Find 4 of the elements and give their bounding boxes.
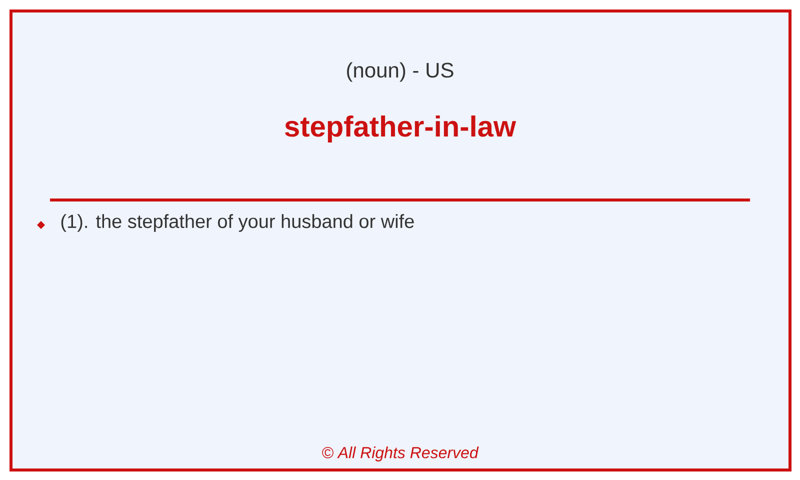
copyright-footer: © All Rights Reserved — [322, 446, 479, 462]
part-of-speech: (noun) - US — [347, 62, 454, 82]
definition-text: (1). the stepfather of your husband or wife — [61, 214, 414, 232]
headword: stepfather-in-law — [285, 115, 516, 143]
